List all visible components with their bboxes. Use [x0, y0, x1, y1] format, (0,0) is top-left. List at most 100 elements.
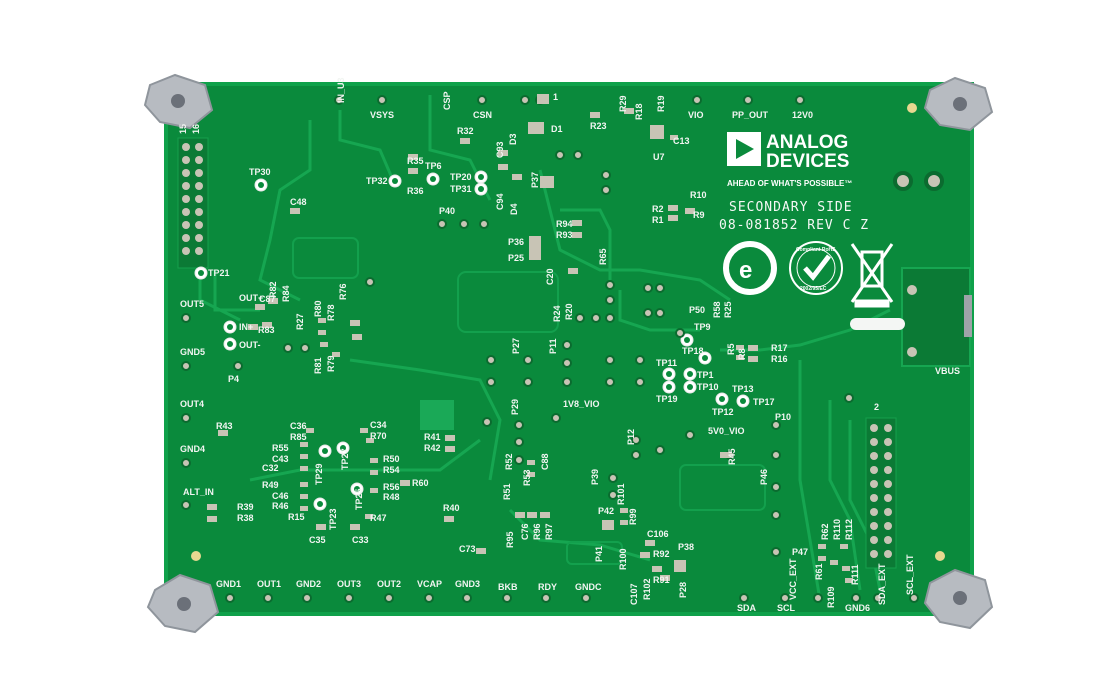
- label-vio: VIO: [688, 110, 704, 120]
- ref-r93: R93: [556, 230, 573, 240]
- ref-r82: R82: [268, 281, 278, 298]
- label-in-u3: IN_U3: [336, 77, 346, 103]
- ref-r20: R20: [564, 303, 574, 320]
- tp29-label: TP29: [314, 463, 324, 485]
- net-5v0-vio: 5V0_VIO: [708, 426, 745, 436]
- tp18-label: TP18: [682, 346, 704, 356]
- ref-c36: C36: [290, 421, 307, 431]
- ref-r1: R1: [652, 215, 664, 225]
- ref-c34: C34: [370, 420, 387, 430]
- ref-c106: C106: [647, 529, 669, 539]
- ref-d4: D4: [509, 203, 519, 215]
- ref-r51: R51: [502, 483, 512, 500]
- header-p25: P25: [508, 253, 524, 263]
- label-vcap: VCAP: [417, 579, 442, 589]
- header-p39: P39: [590, 469, 600, 485]
- ref-r78: R78: [326, 304, 336, 321]
- ref-r81: R81: [313, 357, 323, 374]
- ref-r112: R112: [844, 519, 854, 540]
- ref-r65: R65: [598, 248, 608, 265]
- weee-bin-icon: [850, 243, 894, 308]
- ref-r49: R49: [262, 480, 279, 490]
- ref-r62: R62: [820, 523, 830, 540]
- ref-r38: R38: [237, 513, 254, 523]
- header-p37: P37: [530, 172, 540, 188]
- label-out3: OUT3: [337, 579, 361, 589]
- tp19-label: TP19: [656, 394, 678, 404]
- header-p50: P50: [689, 305, 705, 315]
- ref-c35: C35: [309, 535, 326, 545]
- label-gndc: GNDC: [575, 582, 602, 592]
- ref-c20: C20: [545, 268, 555, 285]
- header-p42: P42: [598, 506, 614, 516]
- ref-r10: R10: [690, 190, 707, 200]
- pin-mark-2: 2: [874, 402, 879, 412]
- ref-r58: R58: [712, 301, 722, 318]
- ref-r102: R102: [642, 578, 652, 600]
- pin-mark-16: 16: [191, 124, 201, 134]
- header-p36: P36: [508, 237, 524, 247]
- ref-c43: C43: [272, 454, 289, 464]
- usb-connector: [850, 267, 972, 367]
- tp11-label: TP11: [656, 358, 677, 368]
- header-p12: P12: [626, 429, 636, 445]
- ref-r40: R40: [443, 503, 460, 513]
- ref-r25: R25: [723, 301, 733, 318]
- ref-r55: R55: [272, 443, 289, 453]
- fiducial: [907, 103, 917, 113]
- ref-r52: R52: [504, 453, 514, 470]
- net-out-plus: OUT+: [239, 293, 263, 303]
- ref-c76: C76: [520, 523, 530, 540]
- header-p40: P40: [439, 206, 455, 216]
- label-gnd3: GND3: [455, 579, 480, 589]
- label-csn: CSN: [473, 110, 492, 120]
- ref-r18: R18: [634, 103, 644, 120]
- ref-r32: R32: [457, 126, 474, 136]
- header-p10: P10: [775, 412, 791, 422]
- tp1-label: TP1: [697, 370, 714, 380]
- ref-r97: R97: [544, 523, 554, 540]
- smd-components: [207, 94, 853, 583]
- standoff-bottom-right: [923, 568, 994, 630]
- label-vsys: VSYS: [370, 110, 394, 120]
- tp32-label: TP32: [366, 176, 388, 186]
- copper-planes: [292, 237, 766, 565]
- ref-r110: R110: [832, 519, 842, 540]
- ref-r41: R41: [424, 432, 441, 442]
- label-scl-ext: SCL_EXT: [905, 554, 915, 595]
- tp21-label: TP21: [208, 268, 230, 278]
- mounting-hole: [924, 171, 944, 191]
- pin-mark-1: 1: [553, 92, 558, 102]
- label-out5: OUT5: [180, 299, 204, 309]
- ref-r54: R54: [383, 465, 400, 475]
- ref-r23: R23: [590, 121, 607, 131]
- silkscreen-component-refs: R82 C87 R84 R83 R27 R80 R76 R78 R81 R79 …: [216, 95, 860, 608]
- header-right: [865, 417, 897, 569]
- ref-r43: R43: [216, 421, 233, 431]
- header-p41: P41: [594, 546, 604, 562]
- ref-r19: R19: [656, 95, 666, 112]
- rohs-top-text: Compliant RoHS: [796, 247, 836, 253]
- ref-r101: R101: [616, 483, 626, 505]
- label-scl: SCL: [777, 603, 796, 613]
- header-p28: P28: [678, 582, 688, 598]
- mounting-hole: [893, 171, 913, 191]
- ref-r8: R8: [737, 348, 747, 360]
- ref-c107: C107: [629, 583, 639, 605]
- tp31-label: TP31: [450, 184, 472, 194]
- ref-r109: R109: [826, 586, 836, 608]
- silkscreen-bottom-labels: GND1 OUT1 GND2 OUT3 OUT2 VCAP GND3 BKB R…: [216, 554, 915, 613]
- label-gnd5: GND5: [180, 347, 205, 357]
- ref-r100: R100: [618, 548, 628, 570]
- tp30-label: TP30: [249, 167, 271, 177]
- label-out1: OUT1: [257, 579, 281, 589]
- ref-r9: R9: [693, 210, 705, 220]
- label-gnd6: GND6: [845, 603, 870, 613]
- ref-c94: C94: [495, 193, 505, 210]
- label-pp-out: PP_OUT: [732, 110, 769, 120]
- label-alt-in: ALT_IN: [183, 487, 214, 497]
- tp17-label: TP17: [753, 397, 775, 407]
- label-rdy: RDY: [538, 582, 557, 592]
- rohs-badge: Compliant RoHS 2002/95/EC: [789, 241, 843, 295]
- recycle-mark-icon: e: [723, 241, 777, 295]
